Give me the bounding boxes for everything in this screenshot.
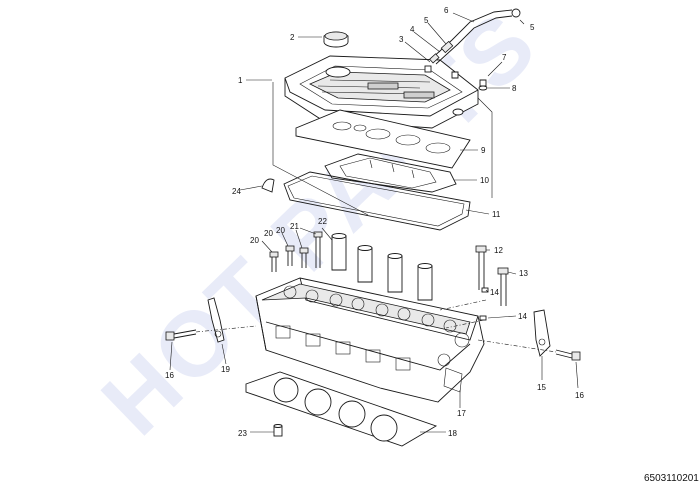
callout-8: 8	[512, 84, 517, 93]
callout-1: 1	[238, 76, 243, 85]
callout-6: 6	[444, 6, 449, 15]
callout-20c: 20	[276, 226, 285, 235]
bracket-left	[207, 297, 225, 343]
cover-gasket	[295, 109, 471, 169]
leader-lines	[169, 12, 579, 433]
cover-seal	[283, 171, 471, 231]
callout-11: 11	[492, 210, 501, 219]
bracket-right	[533, 309, 551, 357]
long-bolts	[475, 245, 509, 321]
callout-16a: 16	[165, 371, 174, 380]
callout-12: 12	[494, 246, 503, 255]
callout-labels: 1 2 3 4 5 5 6 7 8 9 10 11 12 13 14 14 15…	[165, 6, 584, 438]
axis-lines	[195, 299, 557, 353]
callout-24: 24	[232, 187, 241, 196]
valve-cover	[284, 55, 479, 129]
callout-19: 19	[221, 365, 230, 374]
oil-filler-cap	[323, 31, 349, 48]
callout-20b: 20	[264, 229, 273, 238]
callout-16b: 16	[575, 391, 584, 400]
callout-20a: 20	[250, 236, 259, 245]
callout-2: 2	[290, 33, 295, 42]
cover-bolts	[451, 71, 488, 91]
callout-4: 4	[410, 25, 415, 34]
half-moon-seal	[261, 178, 275, 193]
part-number: 6503110201	[644, 473, 699, 484]
head-gasket	[245, 371, 438, 447]
callout-23: 23	[238, 429, 247, 438]
callout-18: 18	[448, 429, 457, 438]
valve-cover-frame	[272, 82, 493, 216]
callout-22: 22	[318, 217, 327, 226]
callout-5a: 5	[424, 16, 429, 25]
callout-3: 3	[399, 35, 404, 44]
callout-13: 13	[519, 269, 528, 278]
callout-14a: 14	[490, 288, 499, 297]
callout-14b: 14	[518, 312, 527, 321]
head-studs	[269, 231, 323, 272]
callout-15: 15	[537, 383, 546, 392]
callout-7: 7	[502, 53, 507, 62]
callout-21: 21	[290, 222, 299, 231]
bracket-bolts	[165, 329, 581, 361]
dowel-pin	[273, 424, 283, 437]
callout-17: 17	[457, 409, 466, 418]
cylinder-head	[255, 277, 485, 403]
callout-10: 10	[480, 176, 489, 185]
spark-plug-tubes	[331, 233, 433, 301]
callout-9: 9	[481, 146, 486, 155]
callout-5b: 5	[530, 23, 535, 32]
breather-hose	[424, 8, 521, 73]
baffle-plate	[324, 153, 457, 193]
